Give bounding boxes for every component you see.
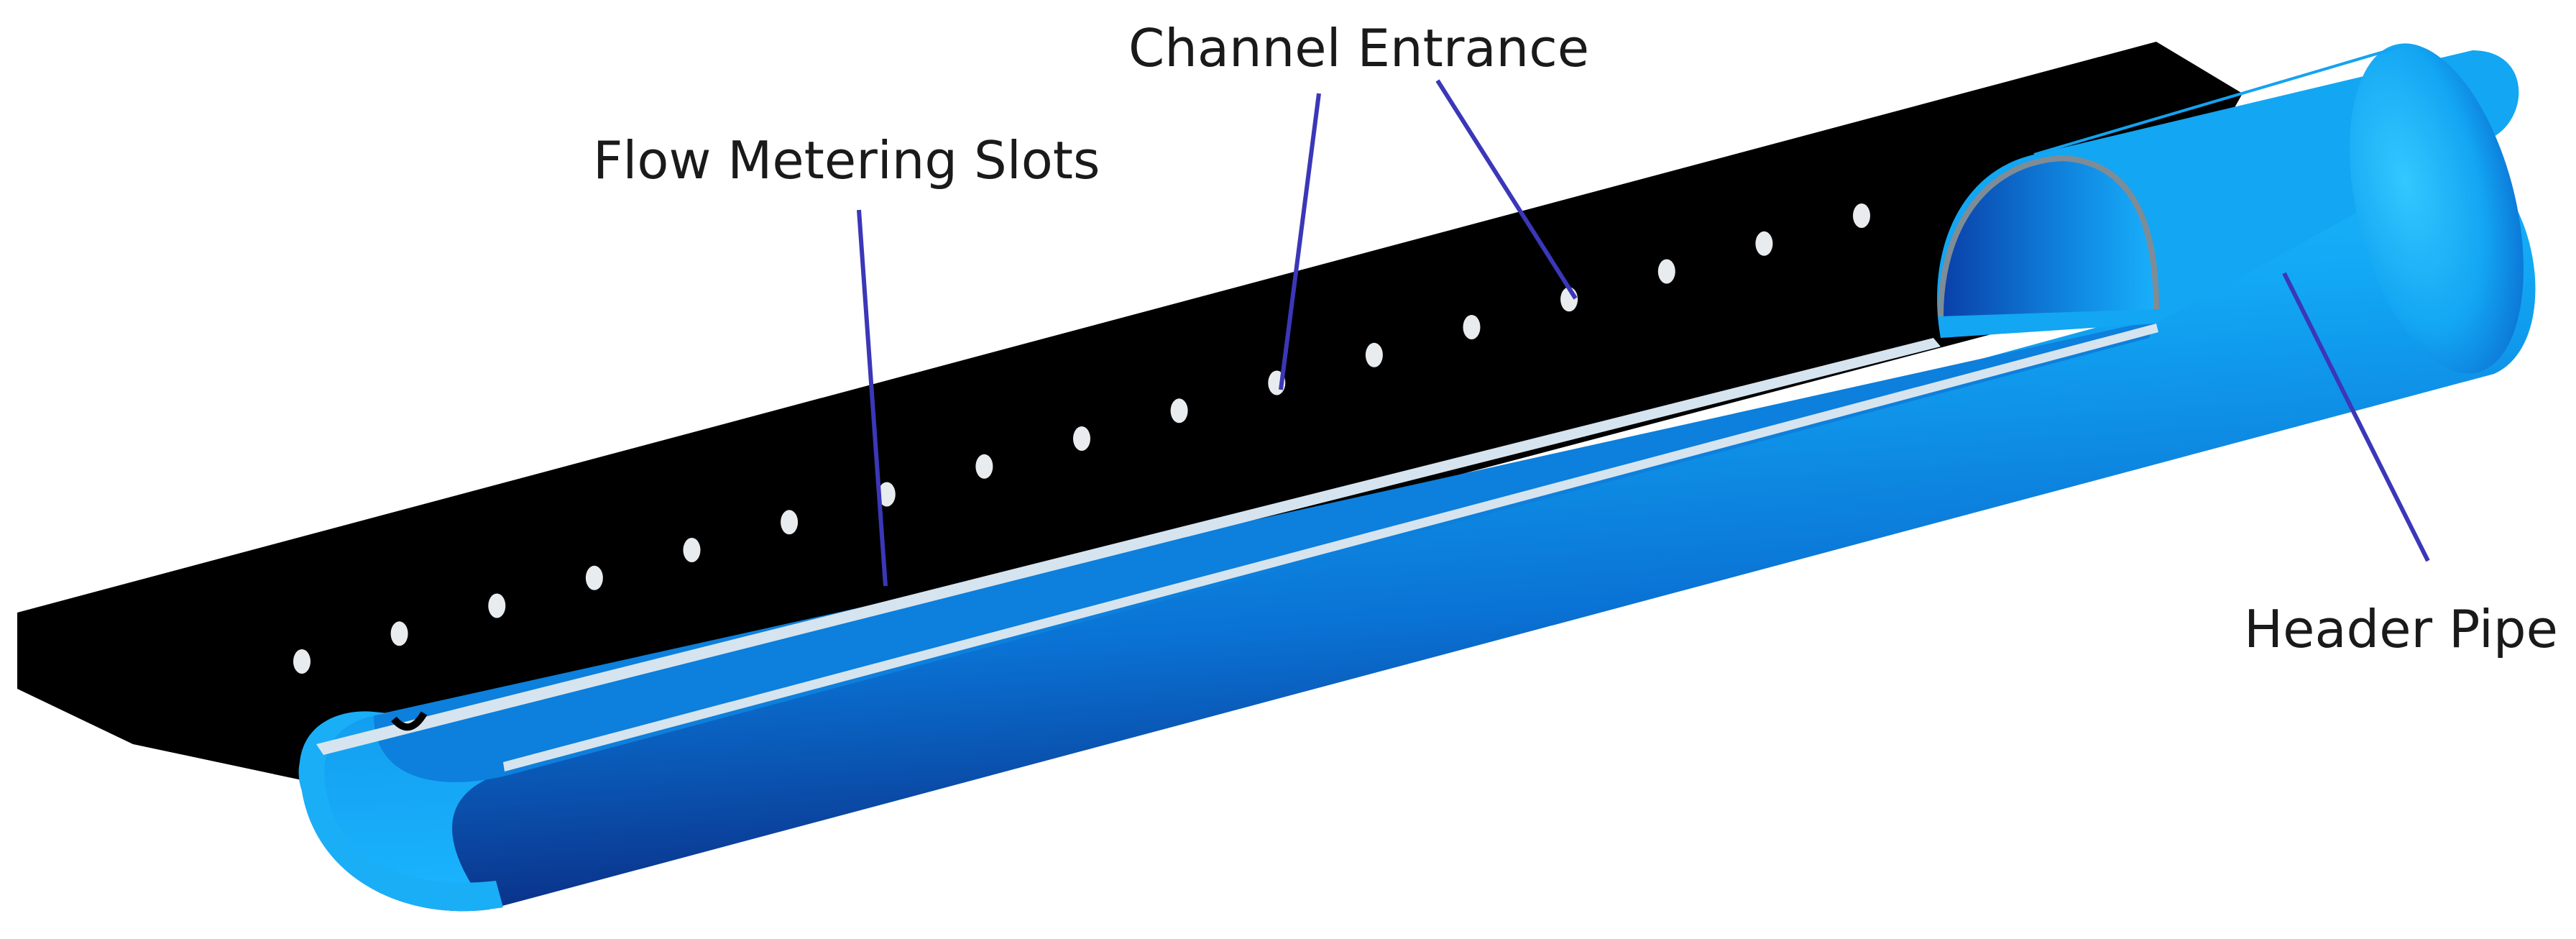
pipe-inner-surface	[374, 320, 2156, 782]
channel-entrance-hole	[975, 454, 993, 479]
pipe-cut-edge-upper	[316, 338, 1941, 755]
metering-slot	[391, 711, 428, 731]
channel-entrance-hole	[781, 510, 799, 535]
channel-entrance-holes	[293, 203, 1870, 674]
channel-entrance-hole	[1170, 398, 1188, 423]
channel-entrance-hole	[1073, 426, 1090, 451]
label-header-pipe: Header Pipe	[2244, 599, 2558, 659]
leader-line-channel-entrance-b	[1435, 79, 1578, 300]
leader-lines	[857, 79, 2430, 587]
metering-slot	[1787, 323, 1823, 343]
channel-entrance-hole	[1463, 315, 1481, 339]
leader-line-header-pipe	[2282, 272, 2430, 562]
metering-slot	[856, 582, 893, 602]
channel-entrance-hole	[1755, 231, 1773, 256]
pipe-right-inner-arch	[1941, 158, 2156, 316]
channel-entrance-hole	[1365, 342, 1383, 367]
channel-entrance-hole	[683, 538, 701, 562]
leader-line-flow-metering-slots	[857, 209, 888, 587]
leader-line-channel-entrance-a	[1279, 93, 1321, 390]
channel-entrance-hole	[1657, 259, 1675, 284]
pipe-upper-silhouette	[2033, 45, 2401, 156]
channel-entrance-hole	[1853, 203, 1870, 228]
label-channel-entrance: Channel Entrance	[1128, 18, 1589, 78]
channel-entrance-hole	[293, 649, 310, 674]
channel-entrance-hole	[390, 621, 408, 646]
pipe-end-cap	[2350, 43, 2524, 374]
pipe-right-arch-rim	[1938, 155, 2159, 317]
metering-slot	[1323, 452, 1360, 472]
channel-entrance-hole	[585, 565, 603, 590]
channel-entrance-hole	[878, 482, 896, 507]
pipe-cut-edge-lower	[503, 324, 2158, 771]
pipe-end-face-left	[299, 711, 503, 911]
channel-entrance-hole	[488, 593, 506, 618]
label-flow-metering-slots: Flow Metering Slots	[593, 130, 1100, 191]
flow-metering-slots	[391, 323, 1823, 731]
channel-plate	[17, 42, 2242, 780]
